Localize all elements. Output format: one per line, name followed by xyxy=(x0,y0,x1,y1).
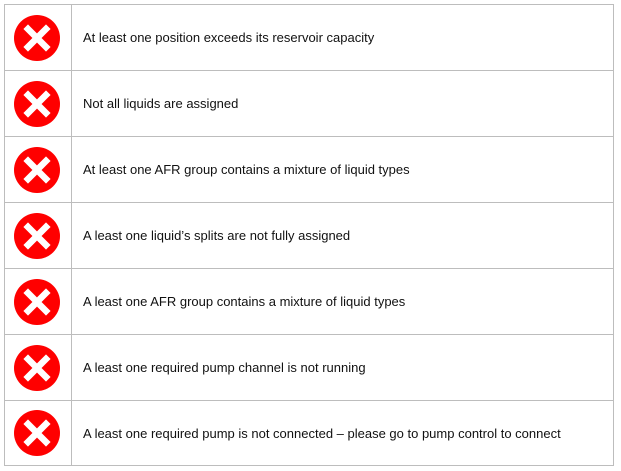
check-message: At least one position exceeds its reserv… xyxy=(71,4,614,71)
x-circle-icon xyxy=(14,212,60,259)
x-circle-icon xyxy=(14,80,60,127)
validation-checklist: At least one position exceeds its reserv… xyxy=(4,4,614,466)
status-cell xyxy=(4,400,72,466)
check-message: A least one required pump is not connect… xyxy=(71,400,614,466)
x-circle-icon xyxy=(14,278,60,325)
status-cell xyxy=(4,70,72,137)
check-row: At least one AFR group contains a mixtur… xyxy=(4,136,614,203)
status-cell xyxy=(4,136,72,203)
status-cell xyxy=(4,268,72,335)
status-cell xyxy=(4,202,72,269)
status-cell xyxy=(4,334,72,401)
x-circle-icon xyxy=(14,410,60,456)
check-row: A least one required pump is not connect… xyxy=(4,400,614,466)
x-circle-icon xyxy=(14,14,60,61)
status-cell xyxy=(4,4,72,71)
check-row: A least one liquid’s splits are not full… xyxy=(4,202,614,269)
check-row: A least one AFR group contains a mixture… xyxy=(4,268,614,335)
check-message: At least one AFR group contains a mixtur… xyxy=(71,136,614,203)
check-message: A least one AFR group contains a mixture… xyxy=(71,268,614,335)
x-circle-icon xyxy=(14,146,60,193)
check-row: Not all liquids are assigned xyxy=(4,70,614,137)
check-message: Not all liquids are assigned xyxy=(71,70,614,137)
check-message: A least one liquid’s splits are not full… xyxy=(71,202,614,269)
check-message: A least one required pump channel is not… xyxy=(71,334,614,401)
x-circle-icon xyxy=(14,344,60,391)
check-row: A least one required pump channel is not… xyxy=(4,334,614,401)
check-row: At least one position exceeds its reserv… xyxy=(4,4,614,71)
